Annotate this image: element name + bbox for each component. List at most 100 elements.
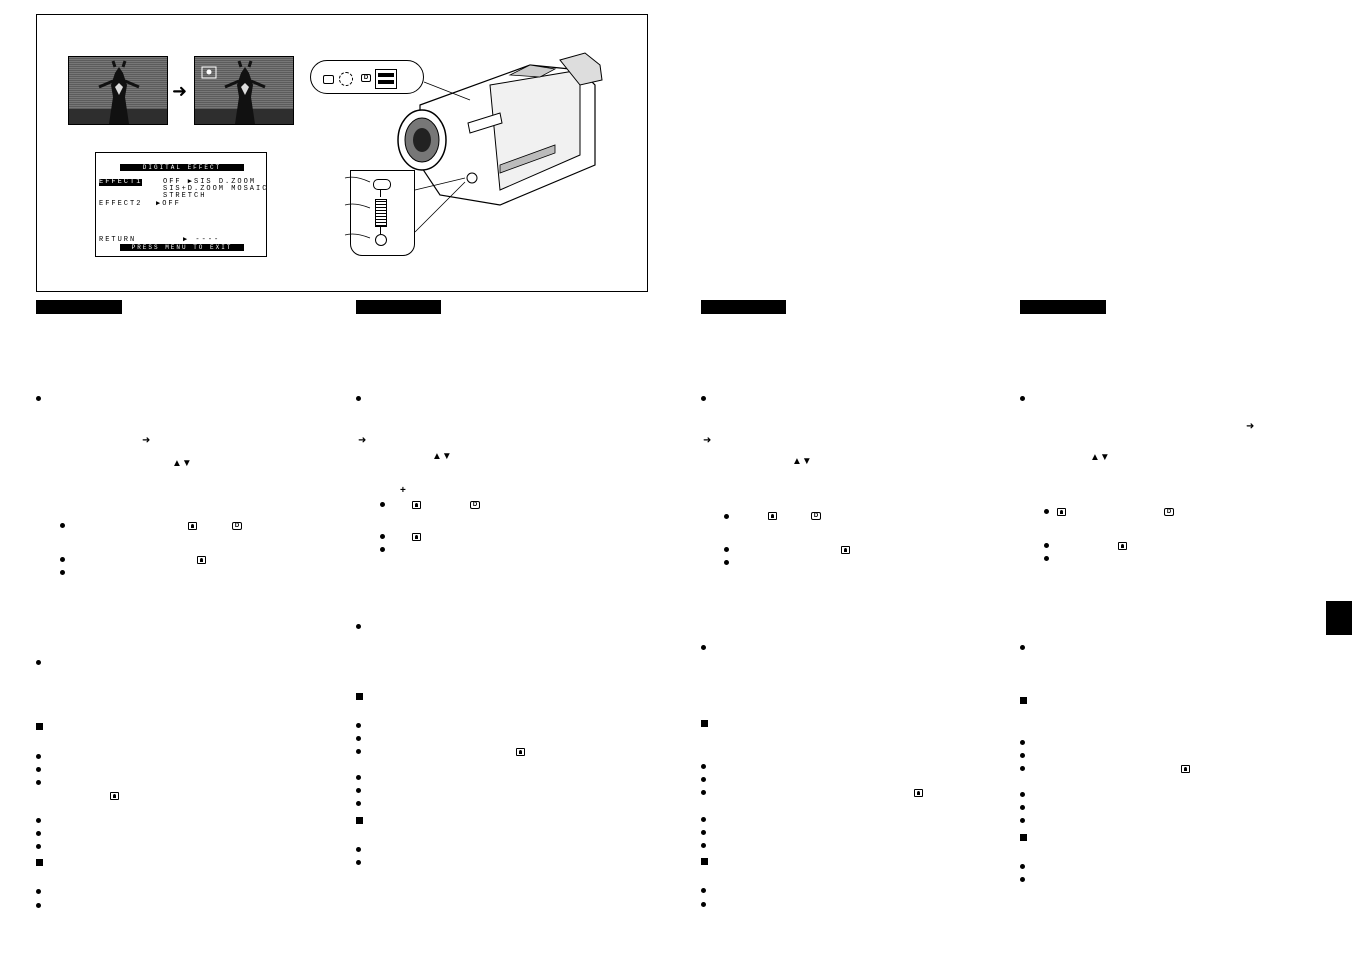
arrow-icon: ➜ (172, 81, 188, 101)
menu-title: DIGITAL EFFECT (120, 164, 244, 171)
card-mode-icon (188, 522, 197, 530)
list-bullet (36, 767, 41, 772)
giraffe-photo-after (194, 56, 294, 125)
section-marker (701, 858, 708, 865)
d-mode-icon: D (1164, 508, 1174, 516)
menu-button-shape (373, 179, 391, 190)
list-bullet (356, 624, 361, 629)
list-bullet (60, 557, 65, 562)
digital-effect-menu: DIGITAL EFFECT EFFECT1 OFF ▶SIS D.ZOOM S… (95, 152, 267, 257)
list-bullet (1044, 543, 1049, 548)
plus-icon: + (400, 485, 406, 496)
section-marker (356, 693, 363, 700)
card-mode-icon (841, 546, 850, 554)
list-bullet (1020, 805, 1025, 810)
round-button-shape (375, 234, 387, 246)
list-bullet (701, 888, 706, 893)
up-down-icon: ▲▼ (432, 451, 452, 462)
menu-effect2-label: EFFECT2 (99, 200, 143, 208)
camcorder-illustration (397, 52, 603, 206)
list-bullet (380, 502, 385, 507)
list-bullet (36, 780, 41, 785)
list-bullet (724, 547, 729, 552)
list-bullet (701, 843, 706, 848)
list-bullet (1020, 740, 1025, 745)
d-mode-icon: D (811, 512, 821, 520)
d-mode-icon: D (232, 522, 242, 530)
card-mode-icon (914, 789, 923, 797)
list-bullet (356, 775, 361, 780)
list-bullet (380, 547, 385, 552)
arrow-icon: ➜ (703, 435, 712, 446)
giraffe-photo-before (68, 56, 168, 125)
arrow-icon: ➜ (358, 435, 367, 446)
section-marker (36, 723, 43, 730)
d-mode-icon: D (470, 501, 480, 509)
list-bullet (356, 736, 361, 741)
list-bullet (1020, 877, 1025, 882)
card-mode-icon (412, 501, 421, 509)
list-bullet (701, 817, 706, 822)
mode-dial-callout: D (310, 60, 424, 94)
list-bullet (1020, 818, 1025, 823)
list-bullet (724, 514, 729, 519)
list-bullet (1020, 792, 1025, 797)
section-marker (1020, 834, 1027, 841)
list-bullet (36, 844, 41, 849)
mode-switch (375, 69, 397, 89)
list-bullet (36, 831, 41, 836)
menu-effect1-options-1: OFF ▶SIS D.ZOOM (163, 178, 257, 186)
section-header-bar (701, 300, 786, 314)
tape-mode-icon (323, 75, 334, 84)
list-bullet (701, 777, 706, 782)
list-bullet (356, 860, 361, 865)
list-bullet (701, 830, 706, 835)
up-down-icon: ▲▼ (792, 456, 812, 467)
section-marker (1020, 697, 1027, 704)
card-mode-icon (339, 72, 353, 86)
card-mode-icon (516, 748, 525, 756)
list-bullet (1044, 556, 1049, 561)
list-bullet (1044, 509, 1049, 514)
section-header-bar (1020, 300, 1106, 314)
menu-effect2-value: ▶OFF (156, 200, 181, 208)
list-bullet (1020, 864, 1025, 869)
list-bullet (380, 534, 385, 539)
section-marker (356, 817, 363, 824)
list-bullet (356, 847, 361, 852)
illustration-frame (36, 14, 648, 292)
list-bullet (36, 660, 41, 665)
list-bullet (1020, 396, 1025, 401)
list-bullet (356, 723, 361, 728)
card-mode-icon (1181, 765, 1190, 773)
list-bullet (356, 801, 361, 806)
arrow-icon: ➜ (142, 435, 151, 446)
menu-footer: PRESS MENU TO EXIT (120, 244, 244, 251)
arrow-icon: ➜ (1246, 421, 1255, 432)
card-mode-icon (110, 792, 119, 800)
list-bullet (1020, 753, 1025, 758)
button-detail-callout (350, 170, 415, 256)
menu-effect1-options-2: SIS+D.ZOOM MOSAIC (163, 185, 269, 193)
list-bullet (356, 396, 361, 401)
list-bullet (36, 818, 41, 823)
list-bullet (724, 560, 729, 565)
list-bullet (701, 790, 706, 795)
list-bullet (60, 523, 65, 528)
jog-dial-shape (375, 199, 387, 227)
card-mode-icon (412, 533, 421, 541)
card-mode-icon (1118, 542, 1127, 550)
list-bullet (356, 749, 361, 754)
leader-lines (344, 81, 471, 239)
menu-effect1-label: EFFECT1 (99, 178, 143, 186)
card-mode-icon (768, 512, 777, 520)
list-bullet (1020, 766, 1025, 771)
up-down-icon: ▲▼ (1090, 452, 1110, 463)
section-header-bar (356, 300, 441, 314)
list-bullet (701, 764, 706, 769)
list-bullet (36, 889, 41, 894)
list-bullet (60, 570, 65, 575)
section-header-bar (36, 300, 122, 314)
menu-return-label: RETURN (99, 236, 137, 244)
list-bullet (36, 903, 41, 908)
